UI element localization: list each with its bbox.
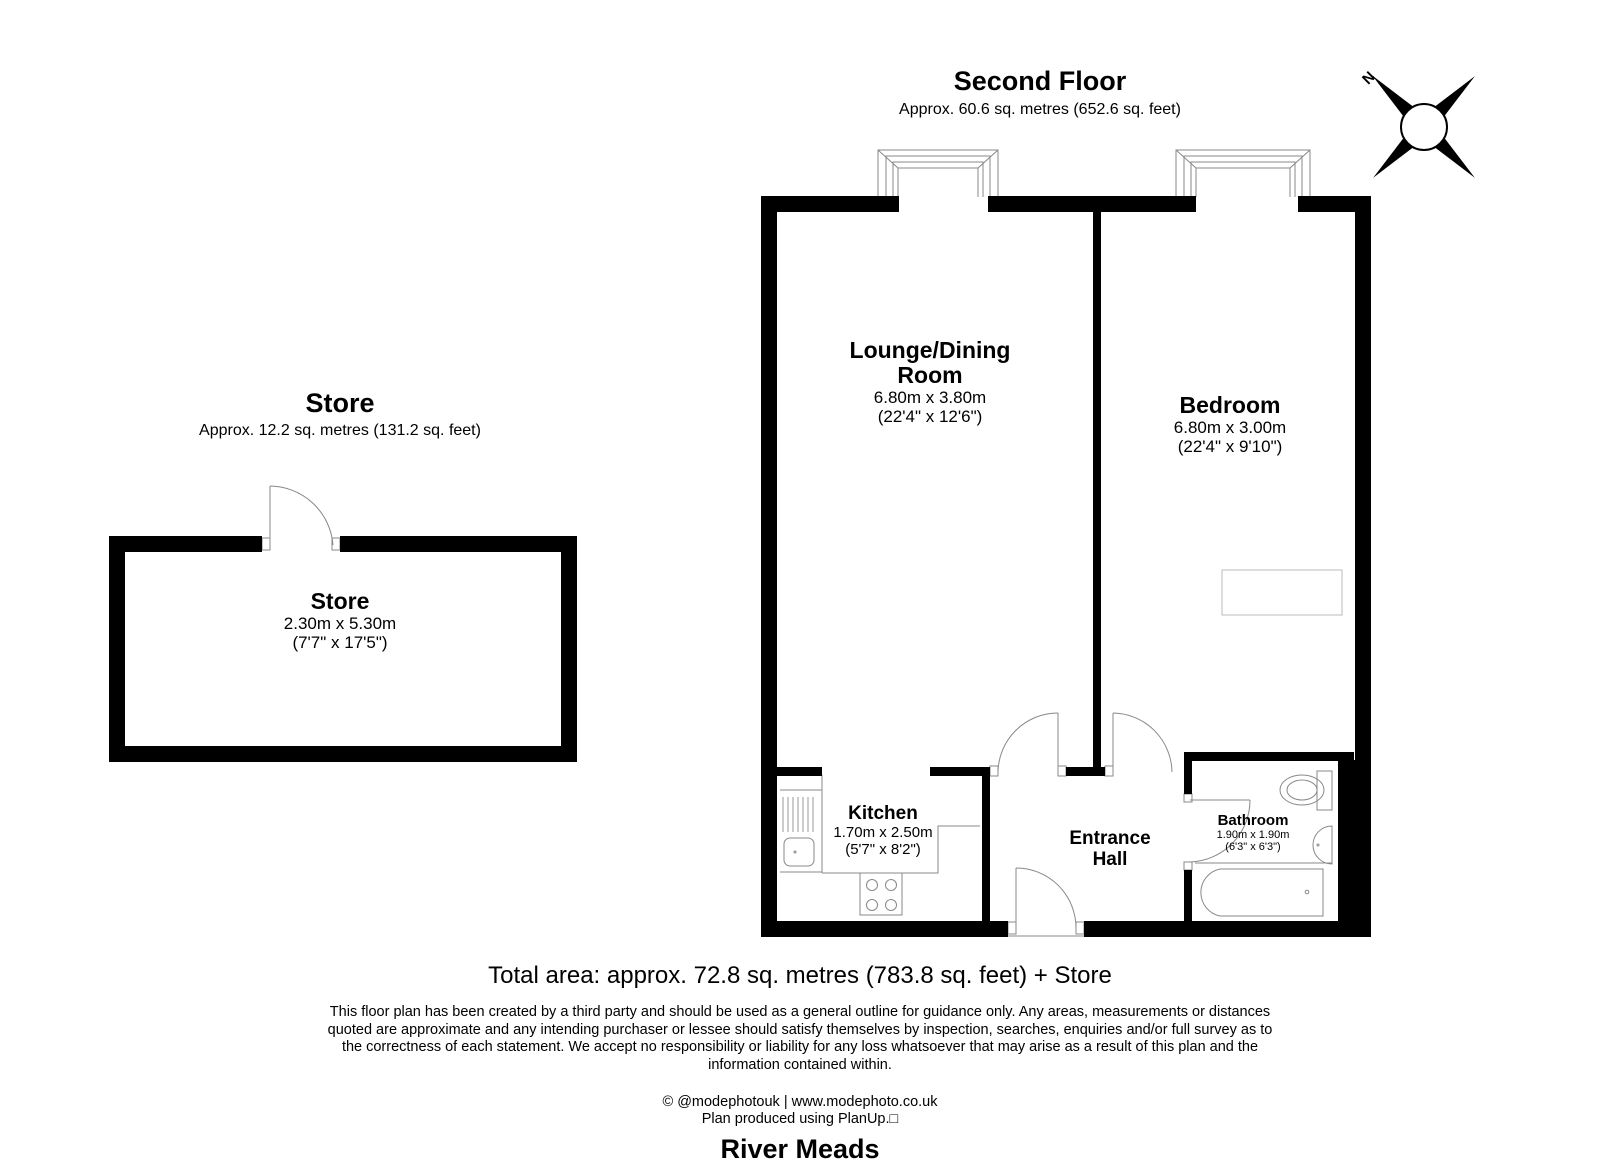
- disclaimer: This floor plan has been created by a th…: [200, 1004, 1400, 1074]
- room-bedroom-metric: 6.80m x 3.00m: [1173, 418, 1287, 437]
- second-floor-area: Approx. 60.6 sq. metres (652.6 sq. feet): [899, 101, 1181, 118]
- room-lounge-metric: 6.80m x 3.80m: [873, 388, 987, 407]
- window-bedroom: [1175, 149, 1311, 197]
- bedroom-wardrobe: [1221, 569, 1343, 616]
- hob: [859, 872, 903, 916]
- window-lounge: [877, 149, 999, 197]
- wall-partition-lounge-bedroom: [1093, 212, 1101, 772]
- credits: © @modephotouk | www.modephoto.co.uk Pla…: [600, 1094, 1000, 1128]
- store-wall-top-left: [109, 536, 262, 552]
- toilet: [1279, 774, 1325, 806]
- door-entrance: [1007, 867, 1085, 937]
- cistern: [1316, 770, 1333, 811]
- wall-bottom-left: [761, 921, 1008, 937]
- room-store-name: Store: [310, 588, 370, 614]
- room-store-imperial: (7'7" x 17'5"): [292, 633, 388, 652]
- door-bathroom: [1183, 793, 1251, 871]
- wall-bathroom-top: [1184, 752, 1354, 761]
- store-section-title: Store: [305, 388, 375, 418]
- store-wall-right: [561, 536, 577, 762]
- wall-top-right: [1298, 196, 1371, 212]
- room-entrance-hall: Entrance Hall: [1045, 828, 1175, 870]
- credit-line-planup: Plan produced using PlanUp.□: [701, 1111, 899, 1127]
- second-floor-title: Second Floor: [953, 66, 1127, 96]
- room-hall-name: Entrance: [1069, 828, 1151, 849]
- disclaimer-line: the correctness of each statement. We ac…: [341, 1039, 1259, 1055]
- store-section-area: Approx. 12.2 sq. metres (131.2 sq. feet): [199, 422, 481, 439]
- disclaimer-line: This floor plan has been created by a th…: [329, 1004, 1271, 1020]
- kitchen-sink: [783, 837, 815, 867]
- store-wall-left: [109, 536, 125, 762]
- store-wall-top-right: [340, 536, 577, 552]
- room-bathroom: Bathroom 1.90m x 1.90m (6'3" x 6'3"): [1198, 812, 1308, 853]
- property-name: River Meads: [720, 1134, 880, 1164]
- room-bedroom: Bedroom 6.80m x 3.00m (22'4" x 9'10"): [1110, 392, 1350, 457]
- room-lounge-name: Lounge/Dining: [849, 337, 1011, 363]
- wall-bottom-right: [1084, 921, 1371, 937]
- wall-top-middle: [988, 196, 1196, 212]
- bathtub: [1200, 868, 1324, 917]
- room-store-metric: 2.30m x 5.30m: [283, 614, 397, 633]
- credit-line: © @modephotouk | www.modephoto.co.uk: [662, 1094, 938, 1110]
- store-wall-bottom: [109, 746, 577, 762]
- room-lounge-name-2: Room: [897, 362, 963, 388]
- room-kitchen-imperial: (5'7" x 8'2"): [845, 841, 921, 858]
- wall-kitchen-top-right: [930, 767, 990, 776]
- room-kitchen: Kitchen 1.70m x 2.50m (5'7" x 8'2"): [818, 803, 948, 858]
- wall-hall-stub: [1066, 767, 1105, 776]
- room-hall-name-2: Hall: [1092, 849, 1128, 870]
- svg-text:N: N: [1359, 68, 1379, 88]
- room-bathroom-metric: 1.90m x 1.90m: [1216, 829, 1290, 841]
- room-kitchen-metric: 1.70m x 2.50m: [833, 824, 933, 841]
- wall-kitchen-top-left: [777, 767, 822, 776]
- wall-right-outer: [1355, 196, 1371, 937]
- room-kitchen-name: Kitchen: [848, 803, 918, 824]
- disclaimer-line: information contained within.: [708, 1056, 892, 1073]
- room-lounge: Lounge/Dining Room 6.80m x 3.80m (22'4" …: [800, 337, 1060, 427]
- wall-bathroom-left-lower: [1184, 870, 1192, 925]
- door-bedroom: [1104, 712, 1173, 777]
- door-store: [261, 485, 341, 551]
- room-store: Store 2.30m x 5.30m (7'7" x 17'5"): [240, 588, 440, 653]
- room-bedroom-imperial: (22'4" x 9'10"): [1177, 437, 1283, 456]
- basin: [1312, 825, 1333, 865]
- wall-bathroom-left-upper: [1184, 752, 1192, 794]
- disclaimer-line: quoted are approximate and any intending…: [327, 1021, 1273, 1038]
- wall-kitchen-hall: [982, 767, 990, 927]
- room-bathroom-imperial: (6'3" x 6'3"): [1225, 841, 1281, 853]
- room-lounge-imperial: (22'4" x 12'6"): [877, 407, 983, 426]
- room-bathroom-name: Bathroom: [1217, 812, 1289, 829]
- total-area: Total area: approx. 72.8 sq. metres (783…: [488, 962, 1112, 989]
- wall-right-bathroom-thick: [1338, 760, 1371, 937]
- kitchen-fixtures: [780, 775, 980, 916]
- wall-top-left: [761, 196, 899, 212]
- door-lounge: [989, 712, 1067, 777]
- drainer: [782, 797, 814, 832]
- room-bedroom-name: Bedroom: [1179, 392, 1281, 418]
- wall-left-outer: [761, 196, 777, 937]
- bathroom-fixtures: [1195, 770, 1333, 917]
- compass-rose-icon: N: [1359, 68, 1475, 178]
